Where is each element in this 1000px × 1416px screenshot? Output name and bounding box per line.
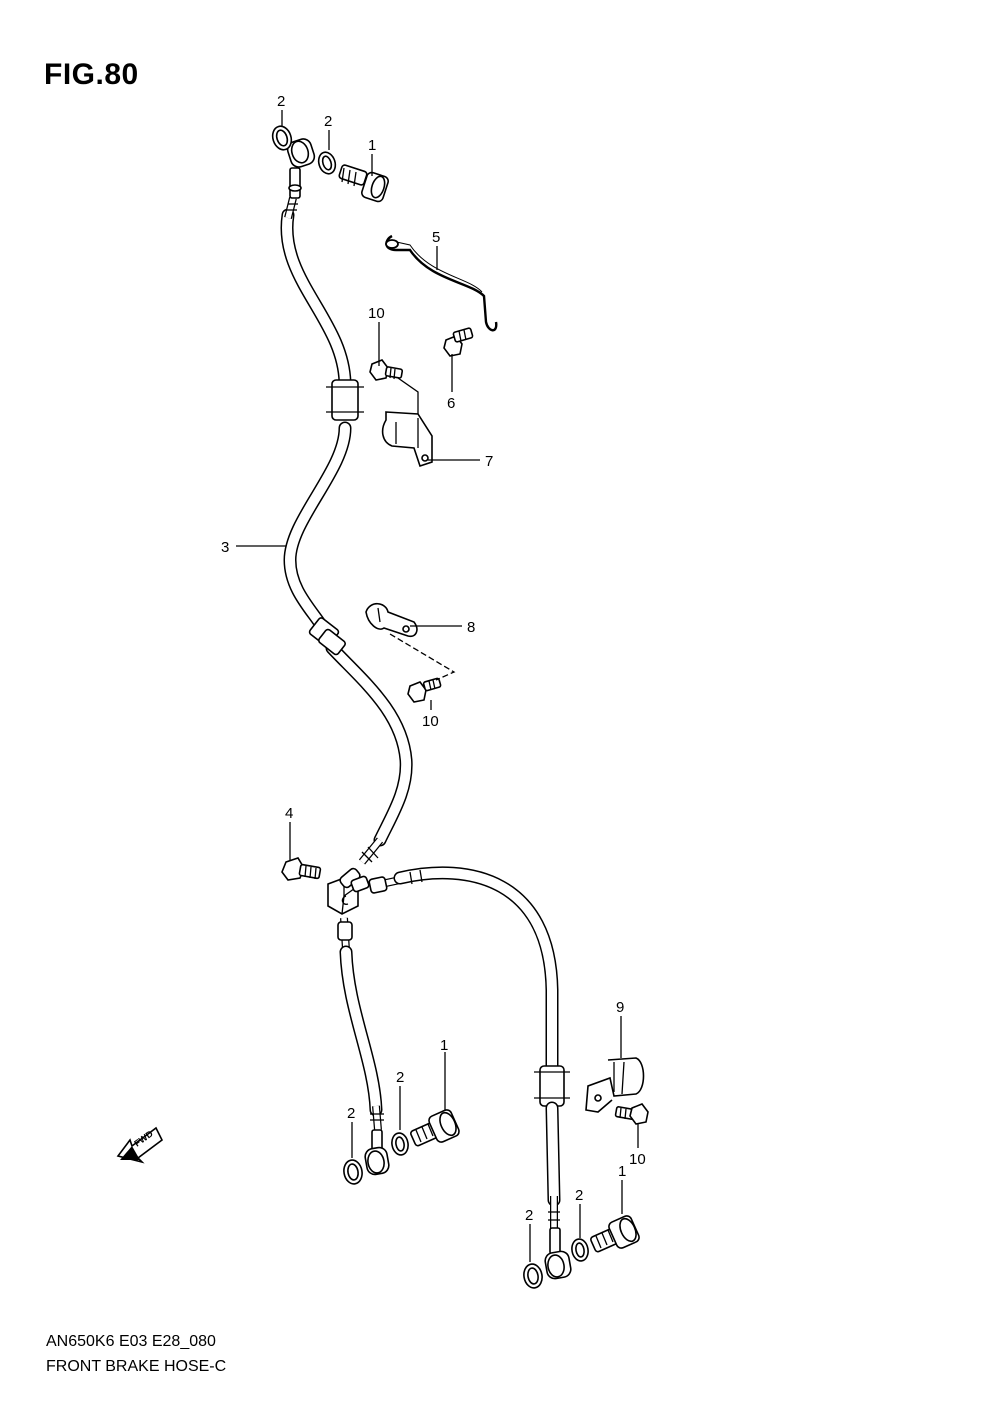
three-way-joint[interactable] [327, 867, 370, 915]
fwd-direction-arrow-icon: FWD [116, 1126, 164, 1164]
model-code: AN650K6 E03 E28_080 [46, 1333, 216, 1350]
callout-10: 10 [422, 713, 439, 730]
callout-2: 2 [396, 1069, 404, 1086]
washer-top-left[interactable] [270, 124, 295, 152]
bolt-10-upper[interactable] [369, 359, 404, 381]
callout-2: 2 [575, 1187, 583, 1204]
hose-bracket-7[interactable] [381, 411, 433, 468]
bolt-10-lower[interactable] [614, 1103, 649, 1125]
left-brake-hose[interactable] [337, 917, 384, 1153]
callout-7: 7 [485, 453, 493, 470]
upper-banjo-fitting[interactable] [286, 137, 317, 169]
callout-10: 10 [368, 305, 385, 322]
callout-2: 2 [347, 1105, 355, 1122]
callout-numbers: 2 2 1 5 10 6 7 3 8 10 4 9 1 2 2 10 2 2 1 [221, 93, 646, 1224]
callout-9: 9 [616, 999, 624, 1016]
callout-10: 10 [629, 1151, 646, 1168]
union-bolt-lower-right[interactable] [590, 1214, 641, 1253]
upper-brake-hose[interactable] [280, 167, 413, 865]
callout-6: 6 [447, 395, 455, 412]
callout-5: 5 [432, 229, 440, 246]
washer-lower-right-1[interactable] [522, 1263, 544, 1290]
union-bolt-top[interactable] [338, 164, 389, 203]
callout-4: 4 [285, 805, 293, 822]
washer-top-right[interactable] [316, 150, 338, 176]
callout-2: 2 [324, 113, 332, 130]
lower-right-banjo-fitting[interactable] [544, 1250, 572, 1280]
callout-1: 1 [440, 1037, 448, 1054]
washer-lower-left-1[interactable] [342, 1159, 364, 1186]
hose-guide-wire-5[interactable] [385, 234, 498, 332]
hose-clamp-9[interactable] [585, 1057, 645, 1113]
figure-name: FRONT BRAKE HOSE-C [46, 1358, 227, 1375]
callout-1: 1 [618, 1163, 626, 1180]
callout-3: 3 [221, 539, 229, 556]
callout-2: 2 [277, 93, 285, 110]
right-brake-hose[interactable] [368, 866, 570, 1255]
callout-2: 2 [525, 1207, 533, 1224]
leader-lines [236, 110, 639, 1262]
callout-1: 1 [368, 137, 376, 154]
washer-lower-right-2[interactable] [570, 1238, 590, 1262]
lower-left-banjo-fitting[interactable] [364, 1146, 390, 1176]
figure-title: FIG.80 [44, 58, 139, 91]
bolt-4[interactable] [281, 857, 322, 881]
bolt-10-middle[interactable] [407, 677, 442, 703]
washer-lower-left-2[interactable] [390, 1132, 410, 1156]
union-bolt-lower-left[interactable] [410, 1108, 461, 1147]
hose-clamp-8[interactable] [365, 602, 418, 638]
bolt-6[interactable] [443, 327, 474, 357]
callout-8: 8 [467, 619, 475, 636]
